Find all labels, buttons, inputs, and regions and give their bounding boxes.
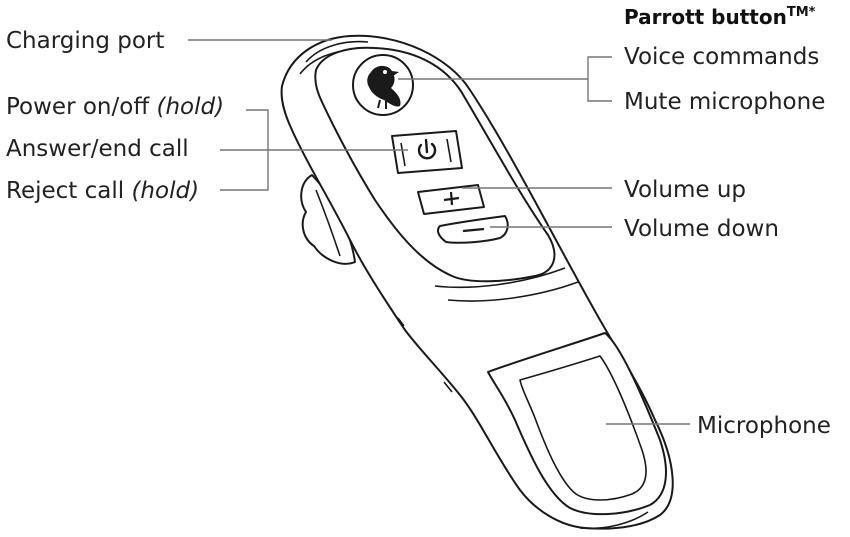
parrott-button[interactable] [352,54,414,116]
parrot-icon [367,65,401,109]
label-volume-up: Volume up [624,177,746,203]
minus-icon [462,227,485,233]
label-power: Power on/off (hold) [6,94,224,120]
plus-icon [443,191,460,206]
label-power-main: Power on/off [6,94,156,120]
label-reject-main: Reject call [6,178,131,204]
leader-lines [188,39,690,425]
volume-up-button[interactable] [417,184,485,215]
label-volume-down: Volume down [624,216,779,242]
headset-device [280,34,674,530]
volume-down-button[interactable] [437,215,509,244]
label-mute-microphone: Mute microphone [624,89,825,115]
label-reject: Reject call (hold) [6,178,199,204]
label-microphone: Microphone [697,413,831,439]
power-icon [417,138,437,160]
label-parrott-title: Parrott button [624,5,787,29]
power-button[interactable] [391,130,463,174]
label-parrott-button: Parrott buttonTM* [624,5,816,29]
label-power-hold: (hold) [156,94,224,120]
label-answer-end-call: Answer/end call [6,136,189,162]
label-voice-commands: Voice commands [624,44,819,70]
label-parrott-sup: TM* [787,5,816,20]
label-reject-hold: (hold) [131,178,199,204]
label-charging-port: Charging port [6,28,164,54]
